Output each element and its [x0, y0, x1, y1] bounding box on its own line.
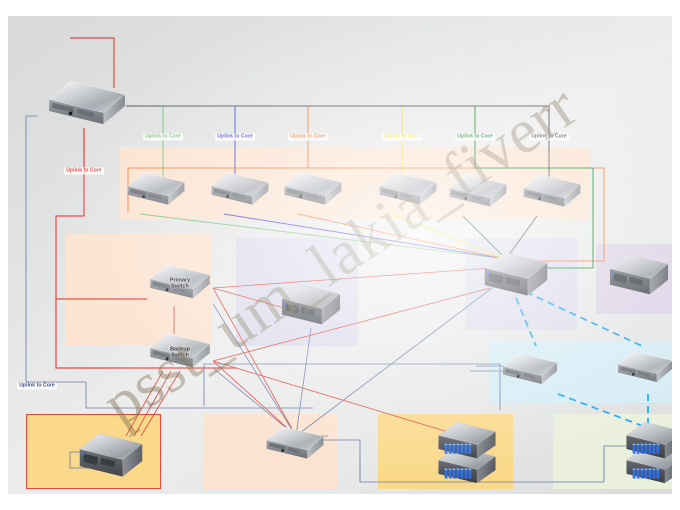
access-switch-2-icon [209, 172, 271, 216]
link-cyan-failover [515, 291, 649, 429]
link-red-uplink [55, 37, 237, 369]
device-blade-chassis-left[interactable] [436, 419, 498, 489]
distribution-server-icon [480, 252, 552, 310]
uplink-core-blue-label: Uplink to Core [215, 133, 255, 141]
link-navy-management [25, 115, 313, 409]
uplink-core-lightgreen-label: Uplink to Core [143, 133, 183, 141]
link-orange-bus [127, 167, 308, 212]
device-distribution-server[interactable] [480, 250, 552, 306]
device-core-switch[interactable] [44, 78, 130, 134]
device-storage-server[interactable] [75, 431, 147, 487]
access-switch-3-icon [282, 172, 344, 216]
connection-line-layer [25, 37, 649, 483]
core-switch-icon [44, 81, 130, 138]
device-access-switch-6[interactable] [521, 172, 583, 214]
device-access-switch-4[interactable] [377, 170, 439, 212]
edge-router-icon [606, 254, 672, 308]
device-aggregation-server[interactable] [278, 282, 344, 334]
uplink-core-navy-label: Uplink to Core [17, 382, 57, 390]
device-access-switch-3[interactable] [282, 170, 344, 212]
blade-chassis-left-icon [436, 422, 498, 493]
device-compute-switch[interactable] [264, 424, 326, 466]
uplink-core-red-label: Uplink to Core [64, 167, 104, 175]
access-switch-1-icon [125, 172, 187, 216]
primary-switch-icon [147, 264, 213, 310]
link-access-to-distribution [139, 213, 538, 260]
aggregation-server-icon [278, 284, 344, 338]
tor-switch-left-icon [500, 353, 560, 395]
blade-chassis-right-icon [624, 422, 672, 493]
device-access-switch-5[interactable] [447, 172, 509, 214]
zone-access-switch-band [120, 147, 590, 219]
uplink-core-yellow-label: Uplink to Core [382, 133, 422, 141]
device-access-switch-1[interactable] [125, 170, 187, 212]
link-red-mesh [125, 267, 493, 437]
tor-switch-right-icon [615, 351, 672, 393]
device-tor-switch-right[interactable] [615, 349, 672, 389]
access-switch-6-icon [521, 174, 583, 218]
access-switch-4-icon [377, 172, 439, 216]
uplink-core-darkgreen-label: Uplink to Core [455, 133, 495, 141]
device-tor-switch-left[interactable] [500, 351, 560, 391]
uplink-core-orange-label: Uplink to Core [288, 133, 328, 141]
device-edge-router[interactable] [606, 252, 672, 304]
device-blade-chassis-right[interactable] [624, 419, 672, 489]
storage-server-icon [75, 433, 147, 491]
link-trunk-bus [126, 105, 605, 269]
compute-switch-icon [264, 426, 326, 470]
device-access-switch-2[interactable] [209, 170, 271, 212]
access-switch-5-icon [447, 174, 509, 218]
uplink-core-darkgray-label: Uplink to Core [529, 133, 569, 141]
backup-switch-icon [147, 333, 213, 379]
